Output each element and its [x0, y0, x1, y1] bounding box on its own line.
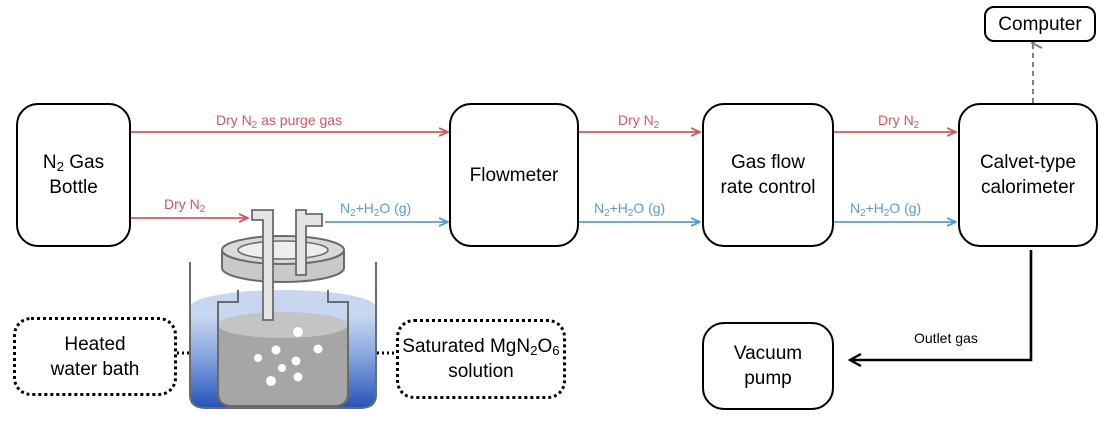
- solution-line1-sub1: 2: [530, 343, 538, 358]
- solution-line1-main: Saturated MgN: [402, 336, 531, 357]
- humid-fm-gc-label-sub2: 2: [627, 208, 634, 219]
- dry-gc-cal-label-pre: Dry N: [878, 112, 914, 128]
- gas-flow-control-box: Gas flow rate control: [702, 103, 834, 247]
- outlet-gas-label-text: Outlet gas: [914, 330, 978, 346]
- solution-line1-sub2: 6: [552, 343, 560, 358]
- humid-out-label-sub: 2: [350, 208, 356, 219]
- gas-flow-control-line2: rate control: [720, 177, 816, 198]
- bath-container-outline: [189, 262, 377, 409]
- humid-gc-cal-label-sub: 2: [860, 208, 866, 219]
- humid-fm-gc-label: N2+H2O (g): [594, 200, 666, 219]
- humid-gc-cal-label: N2+H2O (g): [850, 200, 922, 219]
- n2-bottle-label-sub: 2: [56, 159, 64, 174]
- humid-fm-gc-label-sub: 2: [604, 208, 610, 219]
- purge-gas-label-sub: 2: [251, 120, 258, 131]
- calorimeter-line2: calorimeter: [981, 177, 1075, 198]
- gas-flow-control-line1: Gas flow: [731, 152, 805, 173]
- humid-out-label-sub2: 2: [373, 208, 380, 219]
- computer-box: Computer: [984, 6, 1096, 42]
- humid-fm-gc-label-mid: +H: [609, 200, 628, 216]
- vacuum-pump-line1: Vacuum: [733, 343, 803, 364]
- dry-gc-cal-label: Dry N2: [878, 112, 920, 131]
- humid-fm-gc-label-pre: N: [594, 200, 605, 216]
- dry-n2-in-label: Dry N2: [164, 196, 206, 215]
- dry-fm-gc-label: Dry N2: [618, 112, 660, 131]
- inlet-tube-icon: [251, 209, 274, 321]
- bubbles-icon: [254, 327, 323, 386]
- saturated-solution-box: Saturated MgN2O6 solution: [396, 319, 566, 399]
- humid-out-label: N2+H2O (g): [340, 200, 412, 219]
- dry-n2-in-label-pre: Dry N: [164, 196, 200, 212]
- humid-gc-cal-label-sub2: 2: [883, 208, 890, 219]
- flowmeter-box: Flowmeter: [449, 103, 579, 247]
- dry-n2-in-label-sub: 2: [199, 204, 206, 215]
- humid-out-label-post: O (g): [379, 200, 412, 216]
- purge-gas-label-pre: Dry N: [216, 112, 252, 128]
- calorimeter-line1: Calvet-type: [979, 152, 1077, 173]
- solution-line1-mid: O: [537, 336, 553, 357]
- outlet-tube-icon: [295, 209, 323, 276]
- outlet-gas-line: [850, 250, 1033, 360]
- humid-gc-cal-label-mid: +H: [865, 200, 884, 216]
- outlet-gas-label: Outlet gas: [914, 330, 978, 346]
- humid-gc-cal-label-post: O (g): [889, 200, 922, 216]
- vacuum-pump-line2: pump: [744, 368, 792, 389]
- saturation-vessel-illustration: [189, 209, 377, 409]
- dry-fm-gc-label-pre: Dry N: [618, 112, 654, 128]
- humid-fm-gc-label-post: O (g): [633, 200, 666, 216]
- humid-gc-cal-label-pre: N: [850, 200, 861, 216]
- water-bath-line2: water bath: [50, 358, 140, 380]
- n2-bottle-label-line2: Bottle: [49, 177, 98, 198]
- lid-opening-icon: [237, 240, 329, 260]
- calorimeter-box: Calvet-type calorimeter: [958, 103, 1098, 247]
- water-surface-icon: [190, 290, 376, 324]
- n2-bottle-label-main: N: [42, 152, 57, 173]
- n2-gas-bottle-box: N2 Gas Bottle: [16, 103, 131, 247]
- n2-bottle-label-rest: Gas: [64, 152, 105, 173]
- heated-water-bath-box: Heated water bath: [13, 317, 177, 396]
- purge-gas-label: Dry N2 as purge gas: [216, 112, 343, 131]
- flowmeter-label: Flowmeter: [469, 164, 559, 186]
- humid-out-label-mid: +H: [355, 200, 374, 216]
- vacuum-pump-box: Vacuum pump: [702, 322, 834, 410]
- dry-fm-gc-label-sub: 2: [653, 120, 660, 131]
- purge-gas-label-post: as purge gas: [257, 112, 343, 128]
- flask-outline: [217, 290, 349, 407]
- computer-label: Computer: [998, 13, 1082, 35]
- dry-gc-cal-label-sub: 2: [913, 120, 920, 131]
- humid-out-label-pre: N: [340, 200, 351, 216]
- solution-surface-icon: [218, 312, 348, 338]
- solution-line2: solution: [448, 361, 514, 382]
- water-bath-line1: Heated: [64, 333, 126, 355]
